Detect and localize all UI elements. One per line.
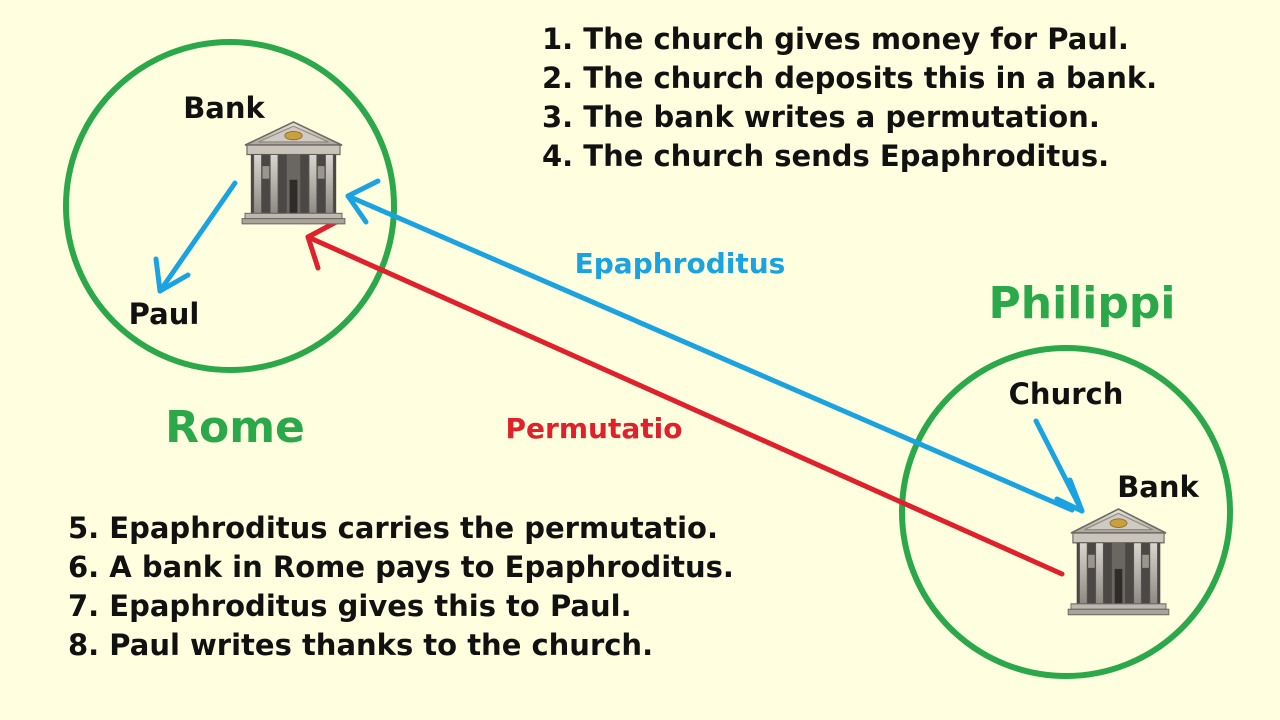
permutatio-route-arrow — [305, 218, 1065, 577]
step-item: 1. The church gives money for Paul. — [542, 22, 1129, 56]
epaphroditus-route-arrow — [345, 178, 1075, 513]
philippi-circle — [899, 345, 1233, 679]
epaphroditus-route-label: Epaphroditus — [575, 247, 786, 280]
step-item: 6. A bank in Rome pays to Epaphroditus. — [68, 550, 734, 584]
rome-bank-label: Bank — [183, 91, 265, 125]
church-label: Church — [1009, 377, 1124, 411]
bank-to-paul-arrow — [153, 180, 238, 294]
paul-label: Paul — [129, 297, 200, 331]
step-item: 3. The bank writes a permutation. — [542, 100, 1100, 134]
philippi-title: Philippi — [989, 278, 1176, 329]
step-item: 7. Epaphroditus gives this to Paul. — [68, 589, 632, 623]
steps-list-top: 1. The church gives money for Paul. 2. T… — [542, 20, 1157, 176]
rome-circle — [63, 39, 397, 373]
step-item: 2. The church deposits this in a bank. — [542, 61, 1158, 95]
step-item: 8. Paul writes thanks to the church. — [68, 628, 654, 662]
steps-list-bottom: 5. Epaphroditus carries the permutatio. … — [68, 509, 734, 665]
step-item: 4. The church sends Epaphroditus. — [542, 139, 1110, 173]
philippi-bank-label: Bank — [1117, 470, 1199, 504]
step-item: 5. Epaphroditus carries the permutatio. — [68, 511, 718, 545]
bank-building-icon — [241, 121, 346, 225]
bank-building-icon — [1067, 508, 1170, 616]
permutatio-route-label: Permutatio — [506, 412, 683, 445]
rome-title: Rome — [165, 402, 305, 453]
church-to-bank-arrow — [1033, 418, 1085, 514]
